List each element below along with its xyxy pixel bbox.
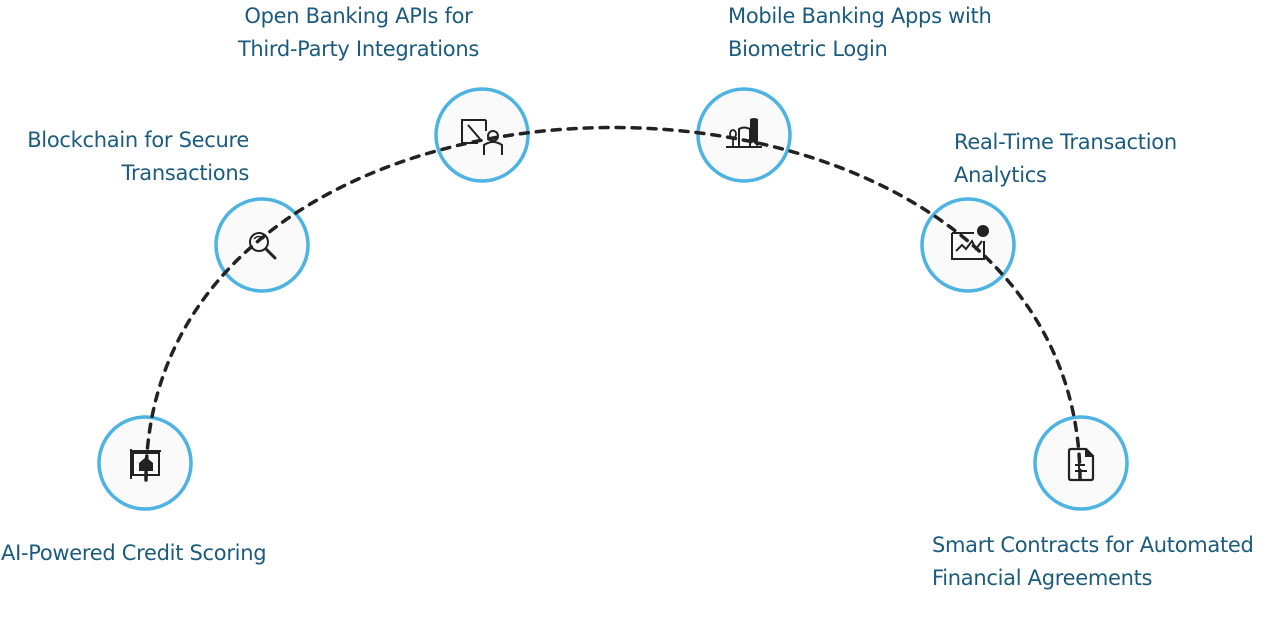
node-mobile-banking <box>696 87 792 183</box>
label-line: Smart Contracts for Automated <box>932 533 1254 557</box>
label-real-time: Real-Time Transaction Analytics <box>954 126 1177 192</box>
label-mobile-banking: Mobile Banking Apps with Biometric Login <box>728 0 992 66</box>
label-line: Open Banking APIs for <box>244 4 473 28</box>
label-line: Blockchain for Secure <box>27 128 249 152</box>
label-line: Biometric Login <box>728 37 888 61</box>
label-line: Mobile Banking Apps with <box>728 4 992 28</box>
label-line: Third-Party Integrations <box>237 37 479 61</box>
presenter-board-icon <box>461 119 503 155</box>
node-real-time <box>920 197 1016 293</box>
label-line: Analytics <box>954 163 1047 187</box>
node-open-banking <box>434 87 530 183</box>
label-line: Financial Agreements <box>932 566 1153 590</box>
label-blockchain: Blockchain for Secure Transactions <box>27 124 249 190</box>
label-line: AI-Powered Credit Scoring <box>1 541 267 565</box>
node-circle <box>696 87 792 183</box>
label-line: Real-Time Transaction <box>954 130 1177 154</box>
label-smart-contracts: Smart Contracts for Automated Financial … <box>932 529 1254 595</box>
dashed-arc-connector <box>144 125 1082 482</box>
label-line: Transactions <box>121 161 250 185</box>
node-circle <box>434 87 530 183</box>
kiosk-booth-icon <box>726 118 762 148</box>
label-open-banking: Open Banking APIs for Third-Party Integr… <box>238 0 479 66</box>
label-ai-credit: AI-Powered Credit Scoring <box>1 537 267 570</box>
